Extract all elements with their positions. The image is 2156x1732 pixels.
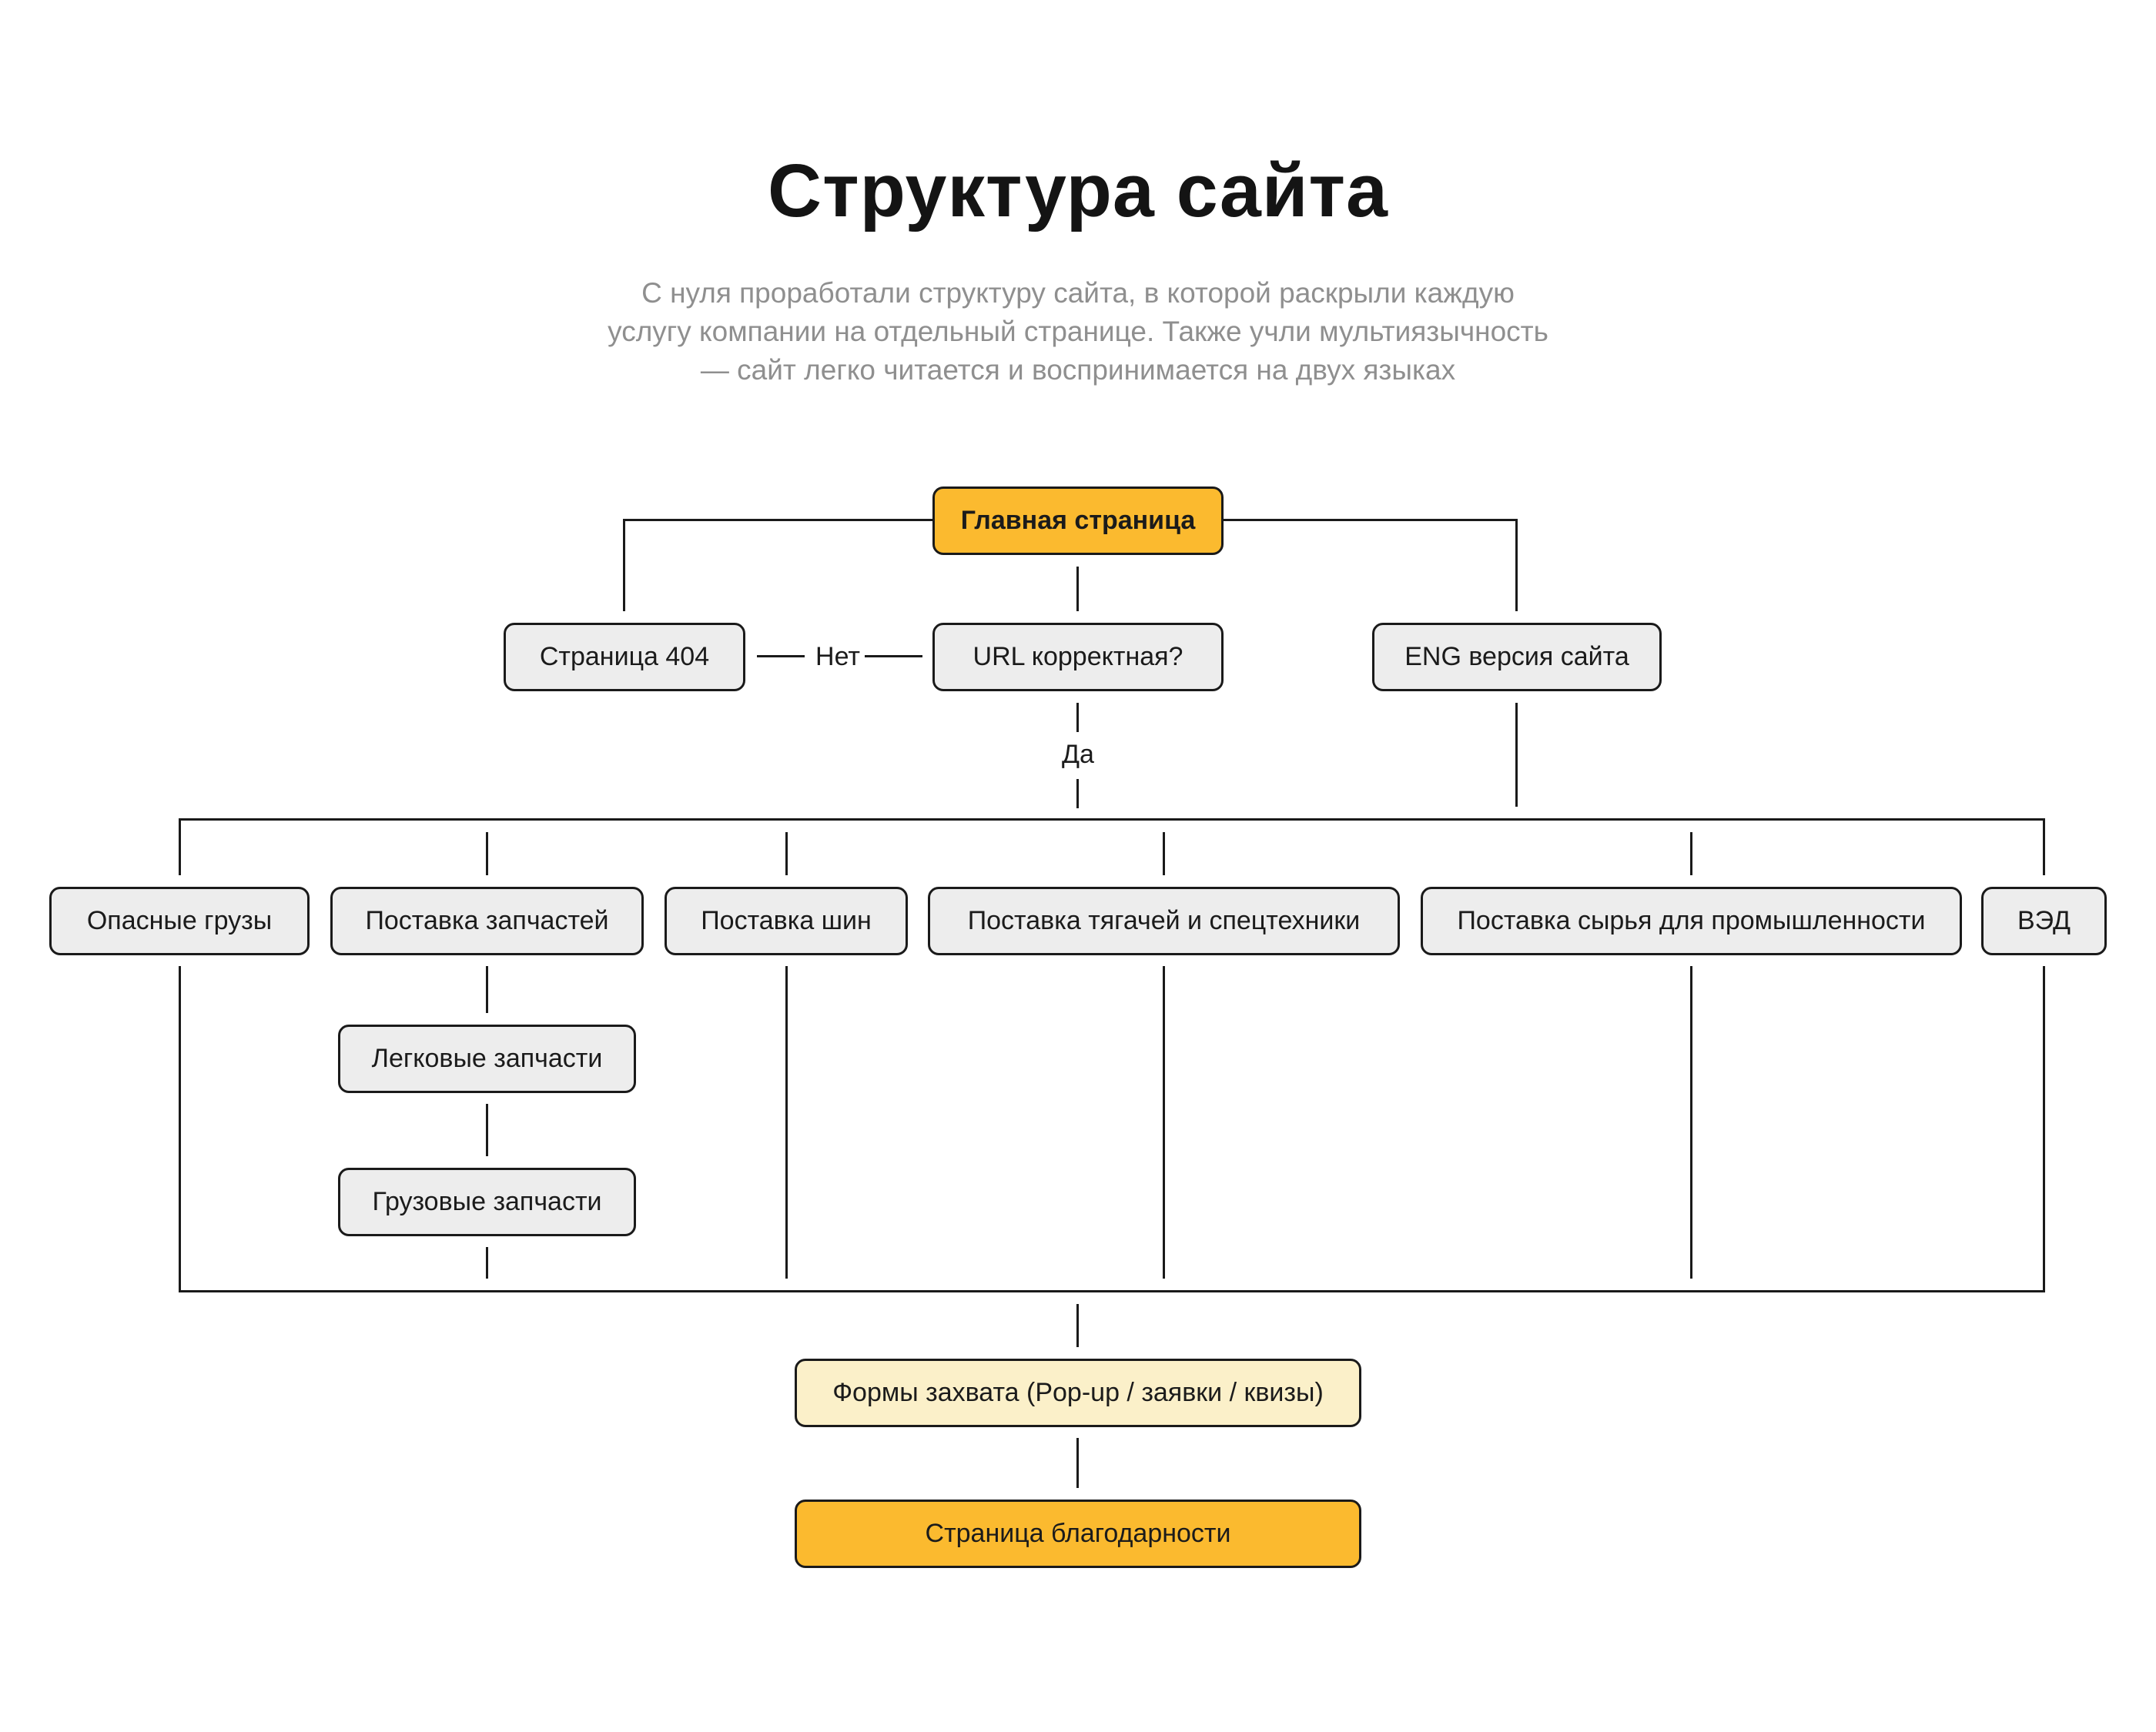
node-url-check: URL корректная?: [932, 623, 1224, 691]
connector-col-dangerous: [179, 966, 181, 1292]
connector-stub-parts: [486, 832, 488, 875]
connector-col-ved: [2043, 966, 2045, 1292]
connector-eng-down: [1515, 703, 1518, 807]
connector-main-left: [624, 519, 932, 521]
page-title: Структура сайта: [768, 149, 1388, 232]
connector-col-tractors: [1163, 966, 1165, 1279]
connector-col-parts-2: [486, 1104, 488, 1156]
subtitle-line-1: С нуля проработали структуру сайта, в ко…: [641, 277, 1515, 309]
node-tires-supply: Поставка шин: [665, 887, 908, 955]
connector-col-parts-1: [486, 966, 488, 1013]
connector-main-url: [1076, 567, 1079, 611]
connector-col-parts-3: [486, 1247, 488, 1279]
edge-label-yes: Да: [1062, 740, 1094, 769]
connector-stub-tires: [785, 832, 788, 875]
connector-yes-upper: [1076, 703, 1079, 732]
connector-bus-top: [179, 818, 2045, 821]
connector-col-raw: [1690, 966, 1692, 1279]
page-subtitle: С нуля проработали структуру сайта, в ко…: [0, 274, 2156, 390]
connector-no-right: [865, 655, 922, 657]
connector-main-right: [1224, 519, 1517, 521]
connector-corner-404: [623, 519, 625, 611]
node-parts-supply: Поставка запчастей: [330, 887, 644, 955]
connector-col-tires: [785, 966, 788, 1279]
connector-stub-tractors: [1163, 832, 1165, 875]
connector-yes-lower: [1076, 779, 1079, 808]
connector-forms-thanks: [1076, 1438, 1079, 1488]
connector-corner-eng: [1515, 519, 1518, 611]
connector-no-left: [757, 655, 805, 657]
node-raw-materials-supply: Поставка сырья для промышленности: [1421, 887, 1962, 955]
connector-stub-dangerous: [179, 818, 181, 875]
subtitle-line-3: — сайт легко читается и воспринимается н…: [700, 354, 1456, 386]
node-dangerous-goods: Опасные грузы: [49, 887, 310, 955]
connector-stub-ved: [2043, 818, 2045, 875]
node-main-page: Главная страница: [932, 486, 1224, 555]
node-truck-parts: Грузовые запчасти: [338, 1168, 636, 1236]
node-404-page: Страница 404: [504, 623, 745, 691]
connector-stub-raw: [1690, 832, 1692, 875]
connector-bus-bottom: [179, 1290, 2045, 1292]
edge-label-no: Нет: [815, 642, 860, 671]
node-eng-version: ENG версия сайта: [1372, 623, 1662, 691]
node-ved: ВЭД: [1981, 887, 2107, 955]
node-tractors-supply: Поставка тягачей и спецтехники: [928, 887, 1400, 955]
subtitle-line-2: услугу компании на отдельный странице. Т…: [608, 316, 1548, 347]
connector-bus-forms: [1076, 1304, 1079, 1347]
node-car-parts: Легковые запчасти: [338, 1025, 636, 1093]
node-thank-you-page: Страница благодарности: [795, 1500, 1361, 1568]
node-capture-forms: Формы захвата (Pop-up / заявки / квизы): [795, 1359, 1361, 1427]
